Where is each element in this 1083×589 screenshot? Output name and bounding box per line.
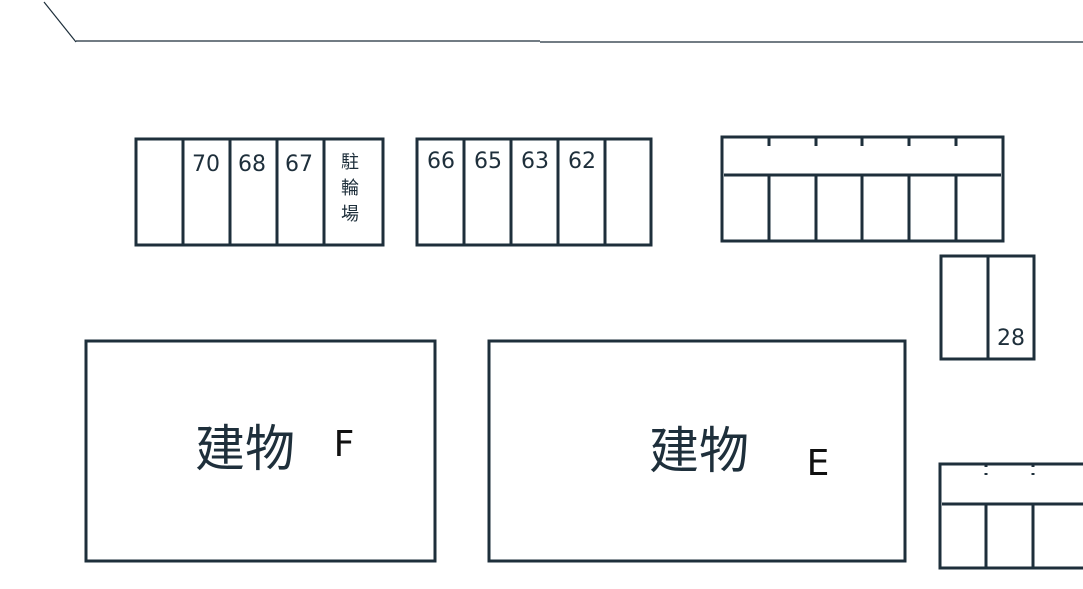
bicycle-parking-label: 輪 <box>341 178 359 199</box>
parking-space-label: 65 <box>474 149 502 174</box>
building-f-outline <box>84 339 437 563</box>
parking-bottom-right-frame <box>938 462 1083 570</box>
parking-row-right <box>720 135 1005 243</box>
building-f-letter: F <box>334 424 355 465</box>
parking-row-left-frame <box>134 137 385 247</box>
parking-space-label: 70 <box>192 152 220 177</box>
road-boundary <box>43 1 1083 43</box>
parking-row-middle: 66 65 63 62 <box>415 137 653 247</box>
building-f: 建物 F <box>84 339 437 563</box>
parking-space-label: 62 <box>568 149 596 174</box>
bicycle-parking-label: 駐 <box>341 152 359 173</box>
building-e: 建物 E <box>487 339 907 563</box>
parking-bottom-right <box>938 462 1083 570</box>
parking-row-middle-frame <box>415 137 653 247</box>
building-e-outline <box>487 339 907 563</box>
parking-space-label: 66 <box>427 149 455 174</box>
road-edge-diagonal <box>43 1 77 43</box>
building-e-letter: E <box>807 443 830 484</box>
bicycle-parking-label: 場 <box>341 204 359 225</box>
parking-row-left: 70 68 67 駐 輪 場 <box>134 137 385 247</box>
building-e-name: 建物 <box>649 422 749 480</box>
parking-space-label: 67 <box>285 152 313 177</box>
parking-space-label: 28 <box>997 326 1025 351</box>
building-f-name: 建物 <box>195 420 295 478</box>
parking-space-label: 63 <box>521 149 549 174</box>
parking-space-label: 68 <box>238 152 266 177</box>
parking-small: 28 <box>939 254 1036 361</box>
